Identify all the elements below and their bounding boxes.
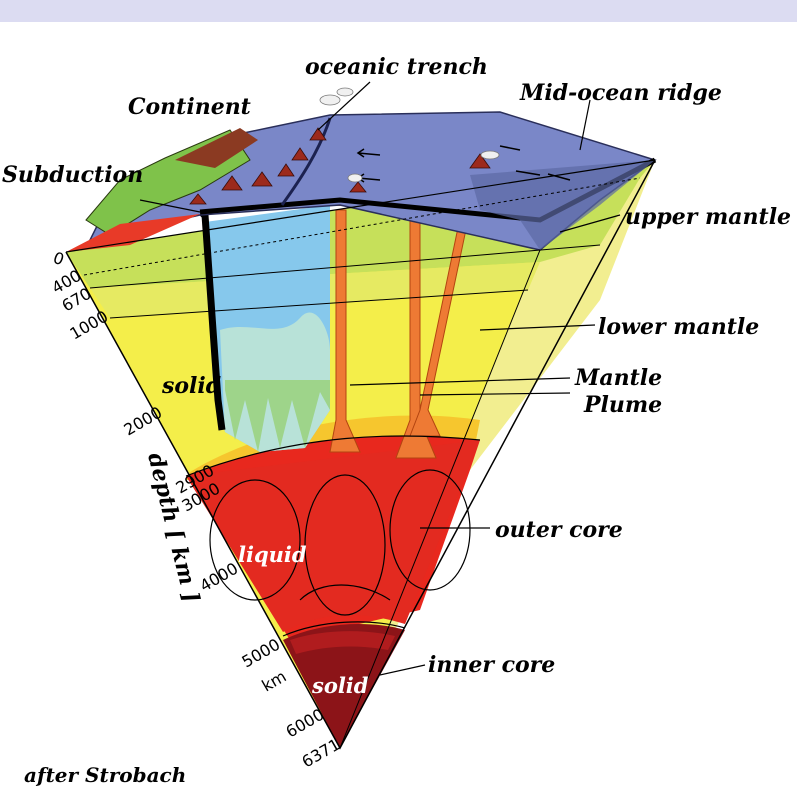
upper-mantle-label: upper mantle — [625, 204, 791, 230]
depth-tick-4000: 4000 — [197, 559, 242, 596]
continent-label: Continent — [128, 94, 251, 120]
subducting-slab — [195, 205, 330, 452]
volcanic-smoke — [319, 87, 500, 183]
lower-mantle-label: lower mantle — [598, 314, 759, 340]
credit-label: after Strobach — [24, 763, 186, 786]
mid-ocean-ridge-label: Mid-ocean ridge — [519, 80, 722, 106]
oceanic-trench-label: oceanic trench — [305, 54, 488, 80]
continent-brown — [175, 128, 258, 168]
plate-motion-arrows — [356, 145, 571, 183]
outer-core-lower — [186, 440, 480, 632]
depth-tick-6371: 6371 — [299, 735, 344, 772]
depth-tick-0: 0 — [51, 248, 67, 269]
inner-core-highlight — [290, 631, 395, 654]
subduction-label: Subduction — [2, 162, 143, 188]
oceanic-trench — [280, 117, 332, 206]
volcanoes — [189, 127, 491, 205]
depth-tick-km: km — [259, 667, 290, 696]
mantle-plume-label-line2: Plume — [583, 392, 662, 418]
solid-core-label: solid — [311, 673, 369, 698]
depth-tick-5000: 5000 — [239, 635, 284, 672]
mantle-plume-label-line1: Mantle — [574, 365, 662, 391]
outer-core-label: outer core — [495, 517, 623, 543]
inner-core-layer — [283, 624, 405, 748]
depth-tick-2000: 2000 — [121, 403, 166, 440]
leader-lines — [139, 81, 621, 676]
surface-layer — [66, 111, 657, 252]
solid-mantle-label: solid — [161, 373, 221, 399]
liquid-label: liquid — [238, 542, 307, 567]
subduction-red-wedge — [66, 214, 200, 252]
top-band — [0, 0, 797, 22]
boundary-lines — [65, 159, 656, 750]
depth-tick-6000: 6000 — [283, 705, 328, 742]
inner-core-label: inner core — [428, 652, 555, 678]
core-convection-arrows — [209, 469, 471, 616]
ridge-blocks — [470, 160, 655, 250]
